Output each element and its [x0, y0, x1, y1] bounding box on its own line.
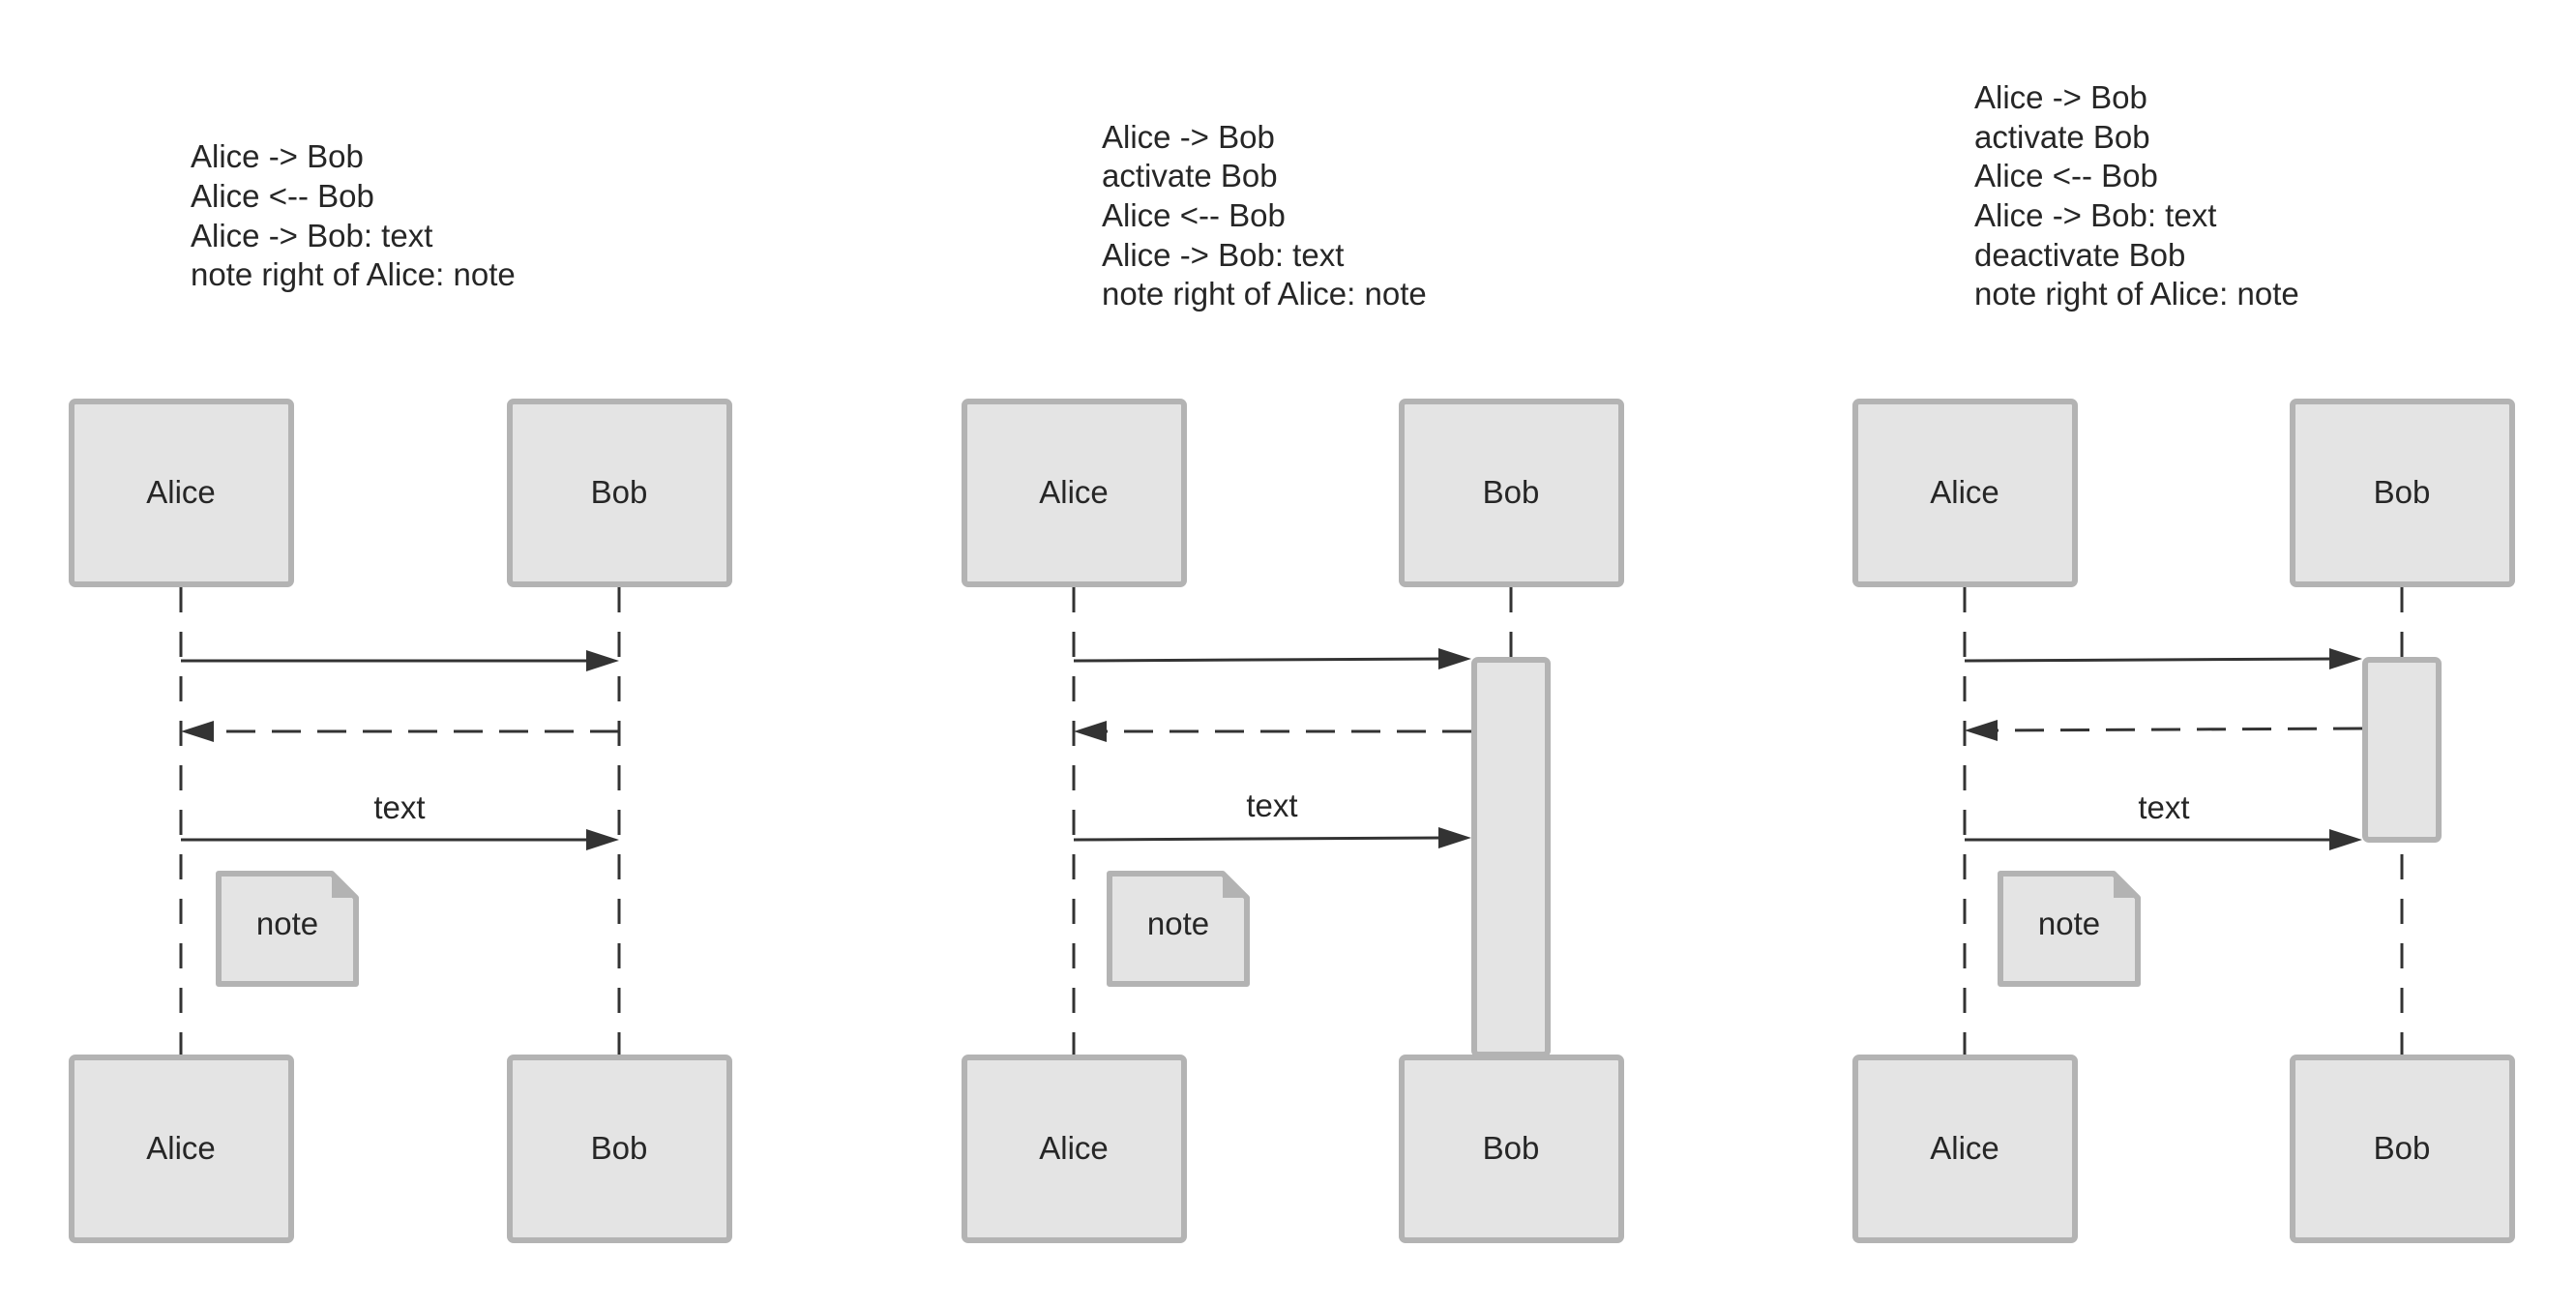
panel-3-script-line-6: note right of Alice: note [1974, 276, 2299, 312]
panel-1-note-box [216, 871, 359, 987]
panel-2-return-arrowhead [1074, 721, 1107, 742]
panel-2-text-arrowhead [1438, 827, 1471, 848]
panel-2-script-line-4: Alice -> Bob: text [1102, 237, 1344, 273]
panel-1-note-text: note [256, 906, 318, 941]
panel-3-script-line-5: deactivate Bob [1974, 237, 2185, 273]
panel-2-script-line-1: Alice -> Bob [1102, 119, 1275, 155]
panel-1-request-arrowhead [586, 650, 619, 671]
panel-1: Alice -> Bob Alice <-- Bob Alice -> Bob:… [69, 138, 732, 1243]
panel-2-bob-foot-label: Bob [1483, 1130, 1540, 1166]
panel-1-script-line-1: Alice -> Bob [191, 138, 364, 174]
panel-2-bob-head-label: Bob [1483, 474, 1540, 510]
panel-3-text-arrowhead [2329, 829, 2362, 850]
panel-2-script-line-2: activate Bob [1102, 158, 1278, 193]
panel-2-alice-head-label: Alice [1039, 474, 1109, 510]
panel-3-alice-head-label: Alice [1930, 474, 1999, 510]
panel-3-bob-foot-box [2290, 1055, 2515, 1243]
panel-3-bob-activation-bar [2362, 657, 2442, 843]
panel-3-note-text: note [2038, 906, 2100, 941]
panel-3-request-arrow [1964, 657, 2336, 663]
panel-3-note-fold [2114, 874, 2138, 898]
panel-2-bob-head-box [1399, 399, 1624, 587]
panel-2-note-fold [1223, 874, 1247, 898]
panel-3-bob-head-label: Bob [2374, 474, 2431, 510]
panel-1-bob-foot-box [507, 1055, 732, 1243]
panel-1-script-line-4: note right of Alice: note [191, 256, 516, 292]
panel-3-return-arrow [1990, 727, 2363, 732]
panel-3-return-arrowhead [1965, 720, 1998, 741]
panel-2-alice-foot-label: Alice [1039, 1130, 1109, 1166]
panel-3-script-line-3: Alice <-- Bob [1974, 158, 2158, 193]
panel-3-message-label: text [2138, 789, 2189, 825]
panel-3-script-line-4: Alice -> Bob: text [1974, 197, 2216, 233]
panel-3: Alice -> Bob activate Bob Alice <-- Bob … [1852, 79, 2515, 1243]
panel-2-script-line-3: Alice <-- Bob [1102, 197, 1286, 233]
panel-2-request-arrowhead [1438, 648, 1471, 669]
panel-1-script-line-2: Alice <-- Bob [191, 178, 374, 214]
panel-3-bob-head-box [2290, 399, 2515, 587]
panel-1-bob-head-label: Bob [591, 474, 648, 510]
panel-2-message-label: text [1246, 788, 1297, 823]
panel-2-request-arrow [1073, 657, 1444, 663]
panel-3-request-arrowhead [2329, 648, 2362, 669]
panel-1-message-label: text [373, 789, 425, 825]
panel-1-bob-foot-label: Bob [591, 1130, 648, 1166]
panel-3-alice-foot-label: Alice [1930, 1130, 1999, 1166]
panel-1-note-fold [332, 874, 356, 898]
panel-2: Alice -> Bob activate Bob Alice <-- Bob … [962, 119, 1624, 1243]
panel-1-alice-head-box [69, 399, 294, 587]
panel-3-note-box [1998, 871, 2141, 987]
panel-2-alice-head-box [962, 399, 1187, 587]
panel-1-return-arrowhead [181, 721, 214, 742]
panel-1-alice-head-label: Alice [146, 474, 216, 510]
panel-1-alice-foot-label: Alice [146, 1130, 216, 1166]
panel-3-script-line-2: activate Bob [1974, 119, 2150, 155]
panel-1-bob-head-box [507, 399, 732, 587]
panel-3-alice-head-box [1852, 399, 2078, 587]
panel-2-alice-foot-box [962, 1055, 1187, 1243]
panel-2-note-box [1107, 871, 1250, 987]
panel-3-bob-foot-label: Bob [2374, 1130, 2431, 1166]
panel-1-script-line-3: Alice -> Bob: text [191, 218, 432, 253]
panel-2-script-line-5: note right of Alice: note [1102, 276, 1427, 312]
panel-2-text-arrow [1073, 836, 1444, 842]
panel-1-alice-foot-box [69, 1055, 294, 1243]
panel-3-script-line-1: Alice -> Bob [1974, 79, 2147, 115]
panel-1-text-arrowhead [586, 829, 619, 850]
panel-2-bob-activation-bar [1471, 657, 1551, 1057]
panel-2-note-text: note [1147, 906, 1209, 941]
panel-3-alice-foot-box [1852, 1055, 2078, 1243]
